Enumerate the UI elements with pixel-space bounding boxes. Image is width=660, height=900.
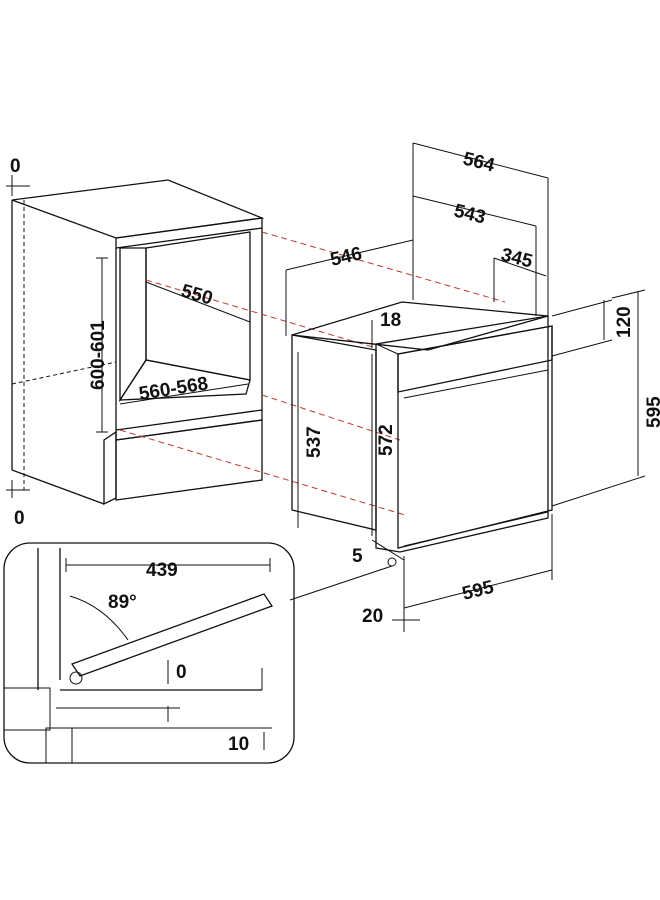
oven-door-bottom-line xyxy=(403,511,549,547)
label-bottom-zero: 0 xyxy=(14,508,25,529)
hinge-icon xyxy=(69,671,83,685)
niche-width-dim-line xyxy=(119,383,249,405)
detail-inset xyxy=(3,542,295,764)
alignment-lines xyxy=(119,231,506,516)
label-595-horizontal: 595 xyxy=(460,577,496,605)
label-door-clearance: 0 xyxy=(176,662,187,683)
cabinet-plinth-side xyxy=(103,430,117,506)
angle-arc xyxy=(69,595,129,641)
dim-345 xyxy=(493,257,547,277)
ext-595v-bottom xyxy=(551,475,646,507)
label-5: 5 xyxy=(352,546,363,567)
niche-depth-dim-line xyxy=(145,281,251,323)
label-niche-height: 600-601 xyxy=(88,320,109,390)
labels: 0 0 600-601 550 560-568 564 543 546 345 … xyxy=(10,148,660,755)
cabinet-top xyxy=(11,179,265,239)
label-546: 546 xyxy=(328,243,364,271)
label-537: 537 xyxy=(304,426,325,458)
oven-dimension-lines xyxy=(285,142,646,632)
wall-block-lower xyxy=(45,727,73,764)
label-niche-width: 560-568 xyxy=(137,373,209,405)
label-564: 564 xyxy=(461,148,497,176)
oven xyxy=(291,301,553,553)
cabinet-plinth-front xyxy=(115,419,263,501)
oven-door-top-line xyxy=(403,369,549,399)
cabinet-plinth-top xyxy=(115,409,263,441)
oven-front-frame xyxy=(375,315,549,553)
label-439: 439 xyxy=(146,560,178,581)
label-top-zero: 0 xyxy=(10,156,21,177)
label-89: 89° xyxy=(108,592,137,613)
align-line-top xyxy=(261,231,506,303)
oven-door-panel xyxy=(397,325,553,549)
oven-door-open xyxy=(71,593,273,677)
detail-callout-leader xyxy=(289,565,393,601)
cabinet-hidden-line xyxy=(11,361,117,385)
align-line-mid xyxy=(145,279,377,349)
detail-callout-marker xyxy=(387,557,397,567)
label-niche-depth: 550 xyxy=(179,281,215,310)
dim-595-horizontal xyxy=(403,569,553,609)
oven-flange-edge xyxy=(375,343,399,355)
label-595-vertical: 595 xyxy=(644,396,660,428)
label-345: 345 xyxy=(499,244,535,272)
wall-block-upper xyxy=(3,687,51,731)
label-20: 20 xyxy=(362,606,383,627)
detail-frame xyxy=(3,542,295,764)
label-120: 120 xyxy=(614,306,635,338)
dim-543 xyxy=(412,195,537,227)
label-543: 543 xyxy=(452,200,488,228)
dim-546 xyxy=(285,239,414,271)
dim-5 xyxy=(371,539,405,561)
ext-595v-top xyxy=(611,289,646,299)
ext-120-top xyxy=(551,299,613,317)
dim-564 xyxy=(412,142,549,179)
cabinet xyxy=(6,175,265,506)
oven-control-panel xyxy=(397,325,553,393)
align-line-low xyxy=(261,394,401,441)
label-572: 572 xyxy=(376,424,397,456)
label-18: 18 xyxy=(380,310,401,331)
cabinet-bottom-line xyxy=(11,469,105,505)
label-10: 10 xyxy=(228,734,249,755)
ext-120-bottom xyxy=(551,339,613,357)
niche-side xyxy=(119,247,147,403)
oven-top xyxy=(291,301,549,351)
